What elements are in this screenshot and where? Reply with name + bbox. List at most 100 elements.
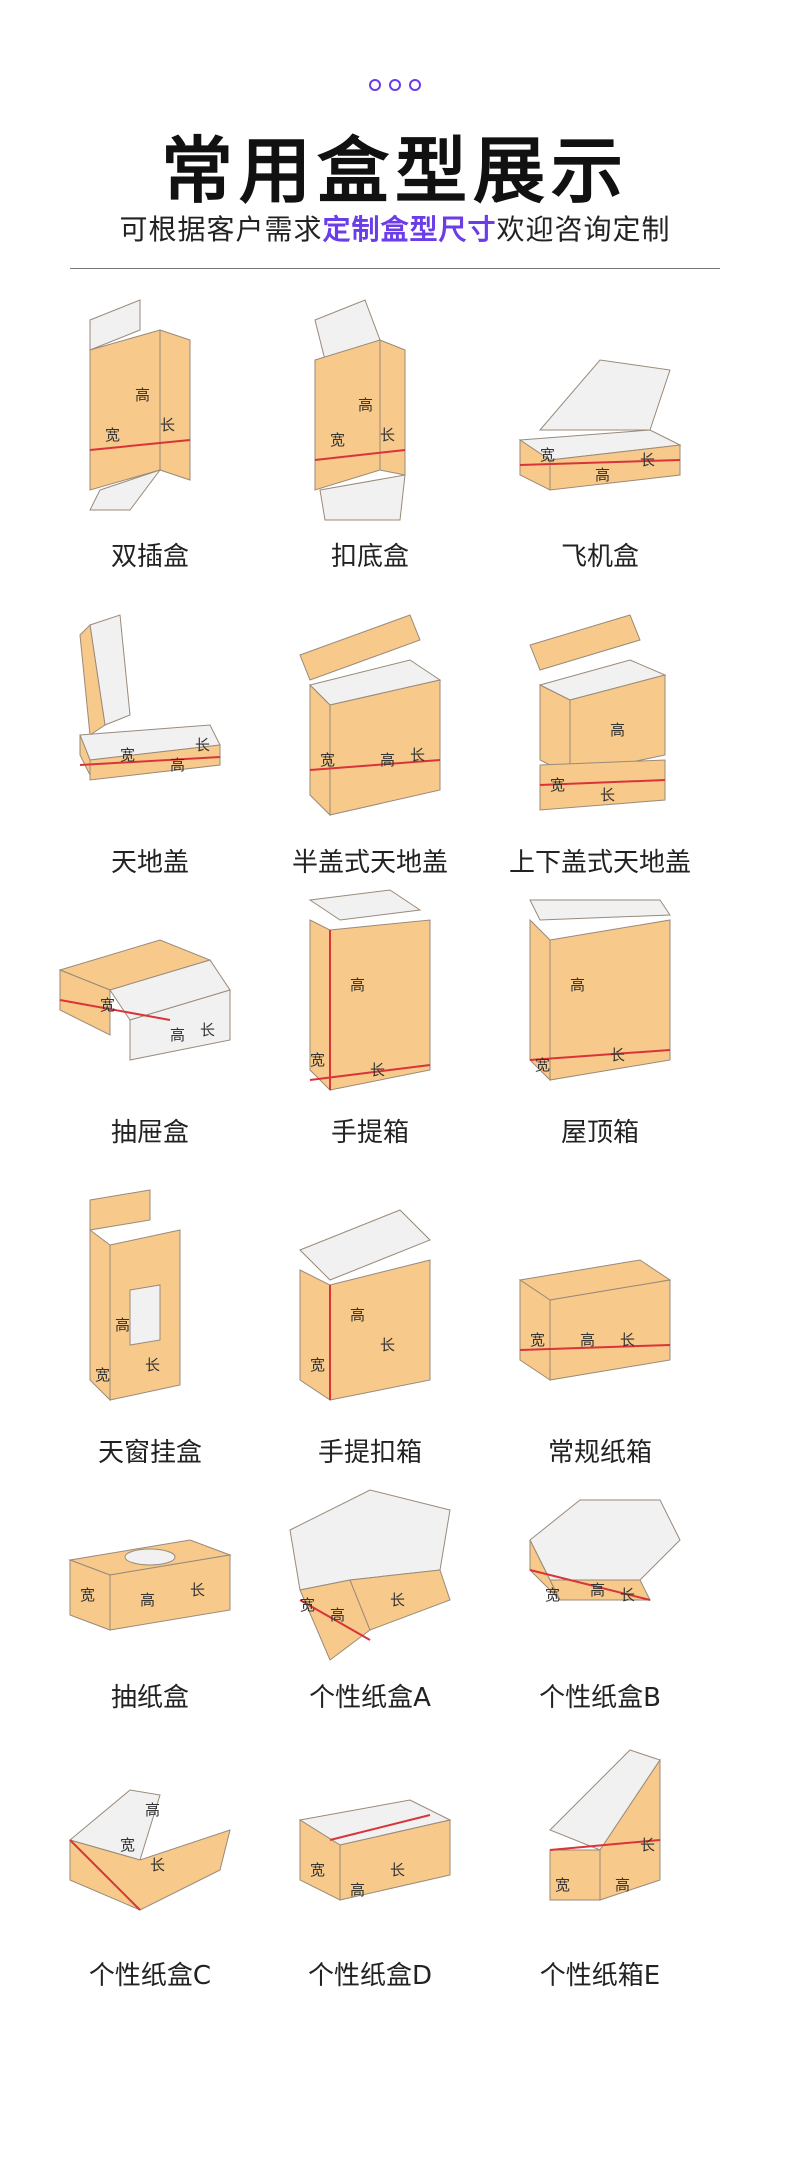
edge-line — [299, 1599, 371, 1641]
dot-icon — [389, 79, 401, 91]
box-type-label: 天地盖 — [110, 848, 189, 878]
box-type-label: 个性纸盒D — [307, 1961, 433, 1991]
dot-icon — [409, 79, 421, 91]
dimension-label: 宽 — [550, 776, 565, 794]
dimension-label: 宽 — [80, 1586, 95, 1604]
box-illustration: 宽高长 — [299, 614, 442, 817]
dimension-label: 长 — [610, 1046, 625, 1064]
dimension-label: 高 — [610, 721, 625, 739]
box-front — [549, 444, 681, 491]
box-front — [569, 674, 666, 776]
dimension-label: 长 — [640, 451, 655, 469]
dimension-label: 高 — [615, 1876, 630, 1894]
dimension-label: 长 — [640, 1836, 655, 1854]
box-type-label: 屋顶箱 — [560, 1118, 639, 1148]
bottom-flap — [89, 469, 162, 511]
window — [129, 1284, 161, 1346]
edge-line — [519, 1344, 671, 1351]
base — [539, 759, 666, 811]
dimension-label: 宽 — [555, 1876, 570, 1894]
edge-line — [309, 759, 441, 771]
box-type-card: 宽高长扣底盒 — [255, 280, 485, 580]
tray-side — [349, 1569, 451, 1631]
box-front — [549, 1279, 671, 1381]
box-type-label: 手提箱 — [330, 1118, 409, 1148]
box-type-label: 个性纸盒A — [309, 1683, 431, 1713]
dimension-label: 长 — [390, 1861, 405, 1879]
box-illustration: 宽高长 — [89, 1189, 181, 1402]
edge-line — [309, 1064, 431, 1081]
box-front — [89, 744, 221, 781]
dimension-label: 高 — [145, 1801, 160, 1819]
dimension-label: 高 — [170, 1026, 185, 1044]
box-side — [379, 339, 406, 476]
edge-line — [539, 779, 666, 786]
box-type-label: 扣底盒 — [330, 542, 409, 572]
edge-line — [549, 1839, 661, 1851]
page-title: 常用盒型展示 — [160, 129, 629, 213]
dimension-label: 高 — [570, 976, 585, 994]
dimension-label: 宽 — [95, 1366, 110, 1384]
box-type-card: 宽高长半盖式天地盖 — [255, 585, 485, 885]
box-type-label: 个性纸盒C — [88, 1961, 212, 1991]
dimension-label: 高 — [350, 1306, 365, 1324]
dimension-label: 宽 — [310, 1356, 325, 1374]
dimension-label: 高 — [595, 466, 610, 484]
box-type-card: 宽高长个性纸盒C — [35, 1700, 265, 2000]
top-flap — [89, 299, 141, 351]
dimension-label: 长 — [370, 1061, 385, 1079]
box-type-card: 宽高长个性纸箱E — [485, 1700, 715, 2000]
dimension-label: 宽 — [100, 996, 115, 1014]
box-left — [309, 683, 331, 817]
box-illustration: 宽高长 — [89, 299, 191, 511]
hang-tab — [89, 1189, 151, 1231]
dimension-label: 宽 — [310, 1861, 325, 1879]
box-front — [89, 329, 161, 491]
dimension-label: 长 — [600, 786, 615, 804]
edge-line — [329, 1814, 431, 1841]
edge-line — [529, 1049, 671, 1061]
box-type-card: 宽高长抽屉盒 — [35, 860, 265, 1160]
dimension-label: 长 — [620, 1586, 635, 1604]
decorative-dots — [0, 76, 790, 95]
sleeve-side — [59, 969, 111, 1036]
lid — [538, 359, 671, 431]
box-type-card: 宽高长天地盖 — [35, 585, 265, 885]
box-type-card: 宽高长双插盒 — [35, 280, 265, 580]
dimension-label: 长 — [410, 746, 425, 764]
box-type-card: 宽高长个性纸盒A — [255, 1430, 485, 1730]
dimension-label: 高 — [170, 756, 185, 774]
box-illustration: 宽高长 — [529, 1499, 681, 1604]
box-front — [329, 679, 441, 816]
dimension-label: 高 — [330, 1606, 345, 1624]
dimension-label: 高 — [115, 1316, 130, 1334]
header-divider — [70, 268, 720, 269]
lid — [299, 614, 421, 681]
subtitle-text: 可根据客户需求 — [119, 213, 323, 246]
box-illustration: 宽高长 — [298, 1799, 452, 1901]
bottom-flap — [319, 474, 406, 521]
edge-line — [79, 756, 221, 766]
dimension-label: 宽 — [320, 751, 335, 769]
tray-front — [339, 1819, 451, 1901]
page-subtitle: 可根据客户需求定制盒型尺寸欢迎咨询定制 — [0, 208, 790, 248]
box-type-card: 宽高长个性纸盒D — [255, 1700, 485, 2000]
drawer-front — [129, 989, 231, 1061]
box-type-label: 天窗挂盒 — [97, 1438, 202, 1468]
dimension-label: 宽 — [310, 1051, 325, 1069]
box-type-card: 宽 高长上下盖式天地盖 — [485, 585, 715, 885]
dimension-label: 宽 — [105, 426, 120, 444]
box-type-card: 宽高长抽纸盒 — [35, 1430, 265, 1730]
box-illustration: 宽 高长 — [529, 614, 667, 811]
box-illustration: 宽高长 — [68, 1539, 232, 1631]
box-side — [599, 1758, 661, 1901]
box-type-card: 宽高长飞机盒 — [485, 280, 715, 580]
dimension-label: 长 — [380, 426, 395, 444]
box-illustration: 宽高长 — [289, 1489, 451, 1661]
handle — [308, 889, 422, 921]
dimension-label: 长 — [160, 416, 175, 434]
box-front — [109, 1554, 231, 1631]
dimension-label: 高 — [140, 1591, 155, 1609]
box-illustration: 宽高长 — [79, 614, 221, 781]
box-type-label: 上下盖式天地盖 — [508, 848, 691, 878]
